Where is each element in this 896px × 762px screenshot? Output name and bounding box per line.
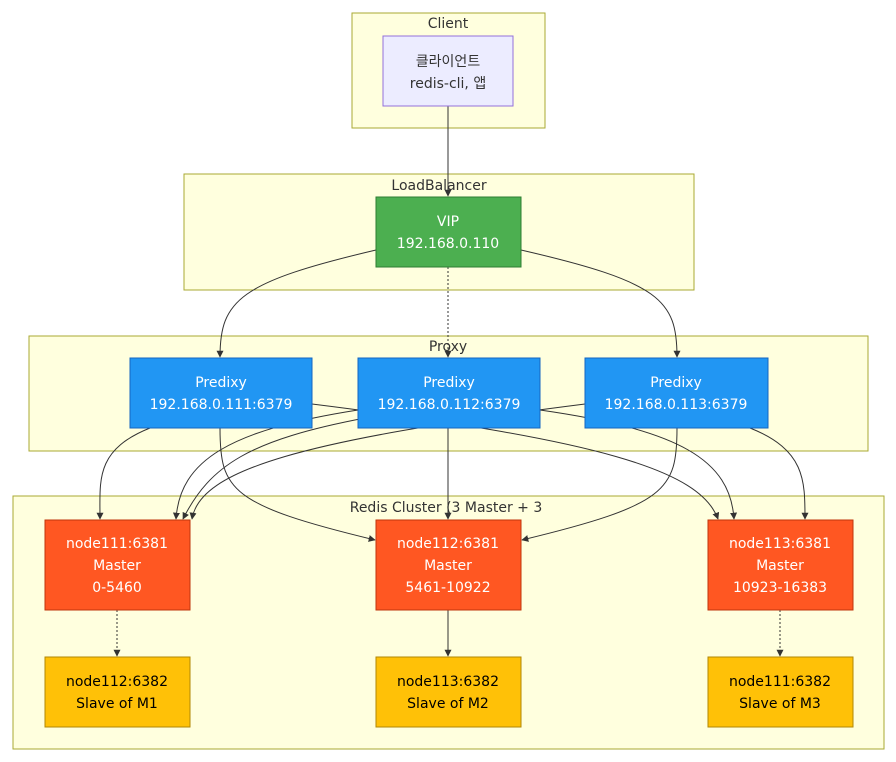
node-client: 클라이언트 redis-cli, 앱	[382, 35, 514, 107]
node-predixy-1: Predixy 192.168.0.111:6379	[129, 357, 313, 429]
node-client-line1: 클라이언트	[416, 54, 481, 70]
cluster-loadbalancer: LoadBalancer	[183, 173, 695, 291]
edge-p3-m2	[521, 427, 678, 542]
node-predixy-3: Predixy 192.168.0.113:6379	[584, 357, 769, 429]
node-predixy-2-line1: Predixy	[423, 375, 475, 391]
node-slave-2-line1: node113:6382	[397, 674, 499, 690]
node-slave-3-line1: node111:6382	[729, 674, 831, 690]
node-slave-2-line2: Slave of M2	[407, 696, 489, 712]
node-predixy-2: Predixy 192.168.0.112:6379	[357, 357, 541, 429]
node-predixy-3-line2: 192.168.0.113:6379	[605, 397, 748, 413]
node-master-2-line1: node112:6381	[397, 536, 499, 552]
node-master-1-line1: node111:6381	[66, 536, 168, 552]
cluster-client-label: Client	[428, 16, 469, 32]
node-slave-2: node113:6382 Slave of M2	[375, 656, 522, 728]
node-predixy-3-line1: Predixy	[650, 375, 702, 391]
node-master-1: node111:6381 Master 0-5460	[44, 519, 191, 611]
edge-p2-m1	[172, 409, 359, 520]
node-slave-1-line2: Slave of M1	[76, 696, 158, 712]
node-master-3-line2: Master	[756, 558, 804, 574]
node-predixy-1-line1: Predixy	[195, 375, 247, 391]
node-master-1-line2: Master	[93, 558, 141, 574]
edge-p3-m3	[749, 427, 809, 520]
node-vip-line1: VIP	[437, 214, 459, 230]
node-slave-1: node112:6382 Slave of M1	[44, 656, 191, 728]
node-predixy-2-line2: 192.168.0.112:6379	[378, 397, 521, 413]
cluster-loadbalancer-label: LoadBalancer	[391, 178, 486, 194]
edge-p2-m1-alt	[182, 417, 366, 520]
node-master-2: node112:6381 Master 5461-10922	[375, 519, 522, 611]
node-master-2-line2: Master	[424, 558, 472, 574]
node-client-line2: redis-cli, 앱	[410, 76, 486, 92]
node-vip-line2: 192.168.0.110	[397, 236, 499, 252]
node-vip: VIP 192.168.0.110	[375, 196, 522, 268]
edge-vip-p1	[216, 249, 377, 358]
node-predixy-1-line2: 192.168.0.111:6379	[150, 397, 293, 413]
node-slave-1-line1: node112:6382	[66, 674, 168, 690]
node-slave-3-line2: Slave of M3	[739, 696, 821, 712]
node-master-3-line1: node113:6381	[729, 536, 831, 552]
node-master-3-line3: 10923-16383	[733, 580, 827, 596]
cluster-redis-label: Redis Cluster (3 Master + 3	[350, 500, 543, 516]
edge-vip-p3	[520, 249, 681, 358]
edge-p1-m1	[96, 427, 151, 520]
node-slave-3: node111:6382 Slave of M3	[707, 656, 854, 728]
node-master-1-line3: 0-5460	[92, 580, 142, 596]
node-master-2-line3: 5461-10922	[405, 580, 490, 596]
node-master-3: node113:6381 Master 10923-16383	[707, 519, 854, 611]
